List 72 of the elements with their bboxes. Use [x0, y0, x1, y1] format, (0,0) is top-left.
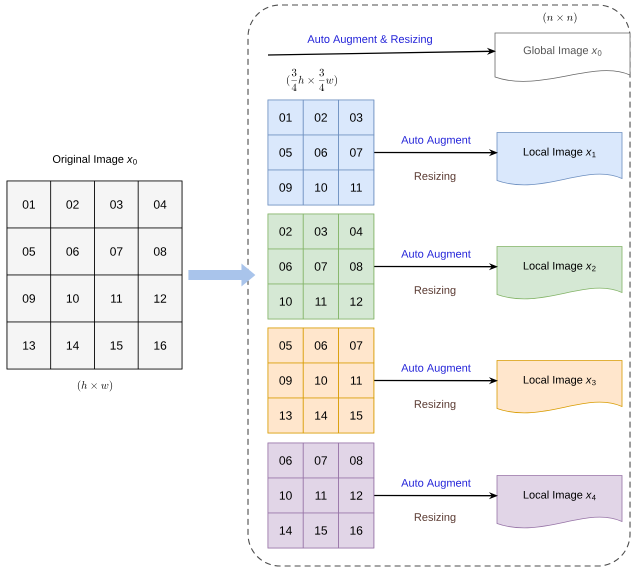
grid-cell: 10 — [302, 362, 339, 398]
grid-cell: 15 — [338, 398, 374, 434]
grid-cell: 06 — [268, 248, 304, 284]
grid-cell: 11 — [302, 478, 339, 514]
edge-label: Auto Augment — [400, 135, 472, 147]
edge-label: Auto Augment — [400, 363, 472, 375]
step-label: Resizing — [414, 512, 456, 524]
grid-cell: 02 — [50, 180, 95, 228]
grid-cell: 04 — [338, 214, 374, 250]
grid-cell: 11 — [338, 170, 374, 206]
grid-title: Original Image x$_{0}$ — [52, 154, 137, 166]
size-formula: $(h \times w)$ — [78, 380, 112, 392]
grid-cell: 14 — [268, 512, 304, 548]
image-grid — [268, 100, 374, 206]
grid-cell: 16 — [338, 512, 374, 548]
grid-cell: 09 — [268, 362, 304, 398]
edge-label: Auto Augment — [400, 478, 472, 490]
grid-cell: 09 — [6, 274, 52, 322]
grid-cell: 07 — [94, 228, 139, 276]
grid-cell: 03 — [302, 214, 339, 250]
grid-cell: 13 — [268, 398, 304, 434]
grid-cell: 15 — [94, 322, 139, 370]
image-grid — [268, 214, 374, 320]
node-label: Global Image x$_{0}$ — [524, 46, 602, 56]
grid-cell: 12 — [138, 274, 182, 322]
grid-cell: 03 — [338, 100, 374, 136]
grid-cell: 06 — [50, 228, 95, 276]
grid-cell: 03 — [94, 180, 139, 228]
grid-cell: 07 — [302, 442, 339, 478]
grid-cell: 14 — [302, 398, 339, 434]
size-formula: $(\frac{3}{4}h \times \frac{3}{4}w)$ — [287, 68, 337, 91]
grid-cell: 04 — [138, 180, 182, 228]
step-label: Resizing — [414, 172, 456, 182]
dashed-container — [247, 4, 631, 567]
grid-cell: 10 — [50, 274, 95, 322]
grid-cell: 01 — [6, 180, 52, 228]
grid-cell: 02 — [268, 214, 304, 250]
image-grid — [268, 442, 374, 548]
grid-cell: 07 — [338, 134, 374, 170]
image-grid — [268, 328, 374, 434]
grid-cell: 16 — [138, 322, 182, 370]
size-formula: $(n \times n)$ — [544, 12, 576, 24]
grid-cell: 06 — [268, 442, 304, 478]
grid-cell: 07 — [338, 328, 374, 364]
grid-cell: 08 — [338, 442, 374, 478]
grid-cell: 06 — [302, 134, 339, 170]
grid-cell: 12 — [338, 478, 374, 514]
grid-cell: 07 — [302, 248, 339, 284]
step-label: Resizing — [414, 400, 456, 410]
grid-cell: 08 — [338, 248, 374, 284]
grid-cell: 13 — [6, 322, 52, 370]
grid-cell: 15 — [302, 512, 339, 548]
grid-cell: 08 — [138, 228, 182, 276]
grid-cell: 06 — [302, 328, 339, 364]
grid-cell: 05 — [268, 134, 304, 170]
grid-cell: 10 — [302, 170, 339, 206]
step-label: Resizing — [414, 286, 456, 296]
grid-cell: 11 — [338, 362, 374, 398]
grid-cell: 01 — [268, 100, 304, 136]
image-grid — [6, 154, 182, 370]
grid-cell: 02 — [302, 100, 339, 136]
grid-cell: 10 — [268, 284, 304, 320]
grid-cell: 11 — [94, 274, 139, 322]
edge-label: Auto Augment & Resizing — [306, 34, 434, 46]
edge-label: Auto Augment — [400, 249, 472, 261]
grid-cell: 10 — [268, 478, 304, 514]
grid-cell: 12 — [338, 284, 374, 320]
grid-cell: 11 — [302, 284, 339, 320]
grid-cell: 05 — [268, 328, 304, 364]
grid-cell: 05 — [6, 228, 52, 276]
grid-cell: 09 — [268, 170, 304, 206]
grid-cell: 14 — [50, 322, 95, 370]
